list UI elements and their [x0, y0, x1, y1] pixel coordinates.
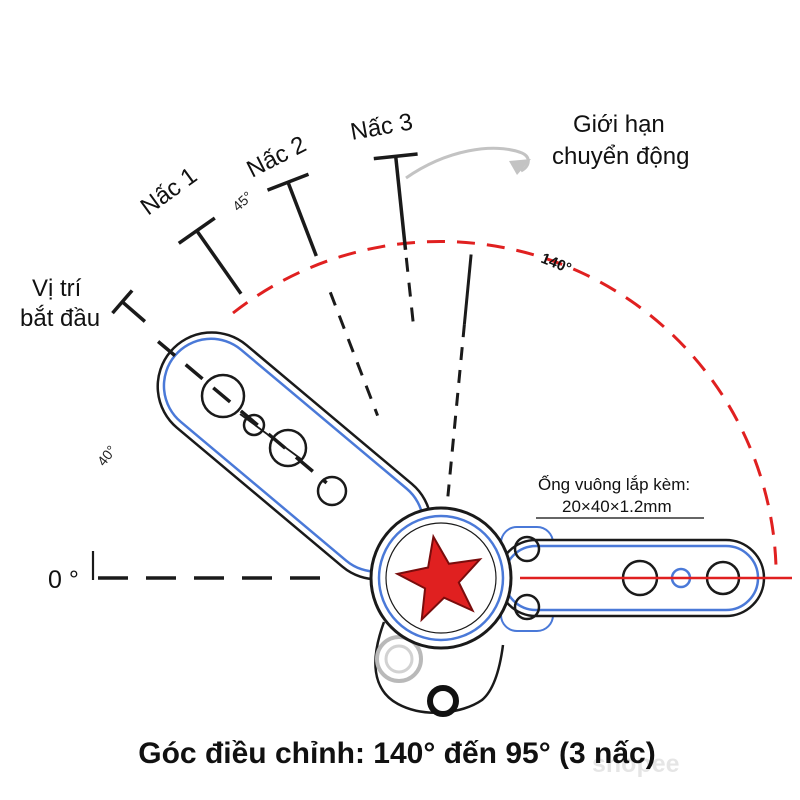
tick-notch1-stem [195, 229, 243, 295]
radial-line-limit-solid [462, 254, 473, 325]
upper-arm-hole-2 [242, 413, 266, 437]
tick-start-stem [121, 300, 147, 323]
upper-arm-hole-1 [200, 373, 246, 419]
radial-line-limit-dashed [446, 324, 466, 497]
tube-note-line2: 20×40×1.2mm [562, 497, 672, 516]
range-arc-140 [232, 240, 778, 567]
tick-notch-2 [266, 172, 318, 257]
motion-limit-arc [405, 146, 530, 180]
angle-label-45: 45° [229, 188, 255, 214]
lower-bracket-outline [374, 621, 505, 714]
label-notch-3: Nấc 3 [348, 108, 414, 145]
lower-bracket [374, 621, 505, 717]
radial-line-notch2 [328, 291, 380, 417]
motion-limit-arrowhead [509, 159, 531, 175]
label-notch-1: Nấc 1 [136, 162, 203, 221]
bracket-gray-ring-inner [384, 644, 414, 674]
clamp-bolt-bottom [513, 593, 541, 621]
upper-arm-hole-4 [316, 475, 348, 507]
axis-line-start-position [156, 340, 328, 485]
tick-notch-3 [373, 152, 418, 250]
star-icon [394, 533, 483, 623]
label-notch-2: Nấc 2 [242, 131, 310, 184]
hub-inner-ring [385, 522, 497, 634]
upper-arm-hole-3 [268, 428, 308, 468]
page-title: Góc điều chỉnh: 140° đến 95° (3 nấc) [138, 737, 655, 770]
tick-start-position [111, 289, 147, 323]
tick-notch3-stem [393, 156, 408, 250]
angle-label-40: 40° [94, 442, 120, 469]
pivot-hub [369, 506, 513, 650]
label-zero-degrees: 0 ° [48, 566, 79, 594]
hub-blue-ring [377, 514, 505, 642]
label-motion-limit-line2: chuyển động [552, 143, 689, 170]
tick-notch-1 [177, 216, 243, 295]
motion-limit-arrow [405, 146, 531, 180]
clamp-bolt-top [513, 535, 541, 563]
label-start-position-line1: Vị trí [32, 275, 82, 302]
radial-line-notch3 [404, 257, 416, 330]
label-motion-limit-line1: Giới hạn [573, 111, 665, 138]
zero-reference [91, 551, 333, 580]
bracket-gray-ring-outer [375, 635, 423, 683]
tick-notch2-stem [286, 181, 318, 257]
bracket-bolt-ring [427, 685, 459, 717]
angle-label-140: 140° [539, 250, 574, 277]
tube-note-line1: Ống vuông lắp kèm: [538, 474, 690, 494]
watermark: shopee [592, 750, 680, 778]
label-start-position-line2: bắt đầu [20, 305, 100, 332]
